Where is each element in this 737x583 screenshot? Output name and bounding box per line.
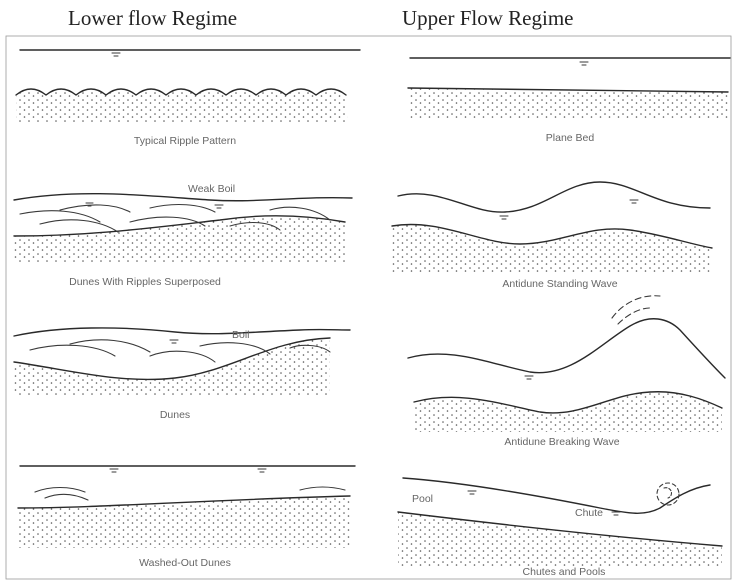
dunes-ripples-label: Dunes With Ripples Superposed: [69, 276, 221, 288]
sand-bed: [14, 338, 330, 395]
panel-typical-ripple: Typical Ripple Pattern: [16, 50, 360, 147]
sand-bed: [392, 224, 712, 272]
water-surface: [14, 328, 350, 336]
water-level-marker: [170, 340, 178, 343]
panel-antidune-breaking: Antidune Breaking Wave: [408, 296, 725, 448]
boil-label: Boil: [232, 329, 250, 341]
sand-bed: [16, 89, 348, 122]
chutes-pools-label: Chutes and Pools: [523, 566, 606, 578]
panel-antidune-standing: Antidune Standing Wave: [392, 182, 712, 290]
sand-bed: [398, 512, 722, 566]
water-level-marker: [525, 376, 533, 379]
hydraulic-jump-inner: [664, 488, 671, 498]
water-surface: [14, 194, 352, 201]
panel-washed-out: Washed-Out Dunes: [18, 466, 355, 569]
water-surface: [408, 319, 725, 378]
weak-boil-label: Weak Boil: [188, 183, 235, 195]
sand-bed: [14, 216, 345, 262]
panel-dunes: Boil Dunes: [14, 328, 350, 421]
breaking-crest: [612, 296, 660, 324]
dunes-label: Dunes: [160, 409, 190, 421]
antidune-breaking-label: Antidune Breaking Wave: [504, 436, 619, 448]
water-level-marker: [580, 62, 588, 65]
hydraulic-jump-roll: [657, 483, 679, 505]
washed-out-label: Washed-Out Dunes: [139, 557, 231, 569]
plane-bed-label: Plane Bed: [546, 132, 595, 144]
chute-label: Chute: [575, 507, 603, 519]
water-level-marker: [112, 53, 120, 56]
antidune-standing-label: Antidune Standing Wave: [502, 278, 617, 290]
panel-chutes-pools: Pool Chute Chutes and Pools: [398, 478, 722, 578]
water-surface: [398, 182, 710, 212]
panel-dunes-ripples: Weak Boil Dunes With Ripples Superposed: [14, 183, 352, 288]
sand-bed: [408, 88, 728, 118]
sand-bed: [18, 496, 350, 548]
panel-plane-bed: Plane Bed: [408, 58, 730, 144]
water-level-marker: [110, 469, 266, 472]
typical-ripple-label: Typical Ripple Pattern: [134, 135, 236, 147]
water-surface: [403, 478, 710, 513]
pool-label: Pool: [412, 493, 433, 505]
